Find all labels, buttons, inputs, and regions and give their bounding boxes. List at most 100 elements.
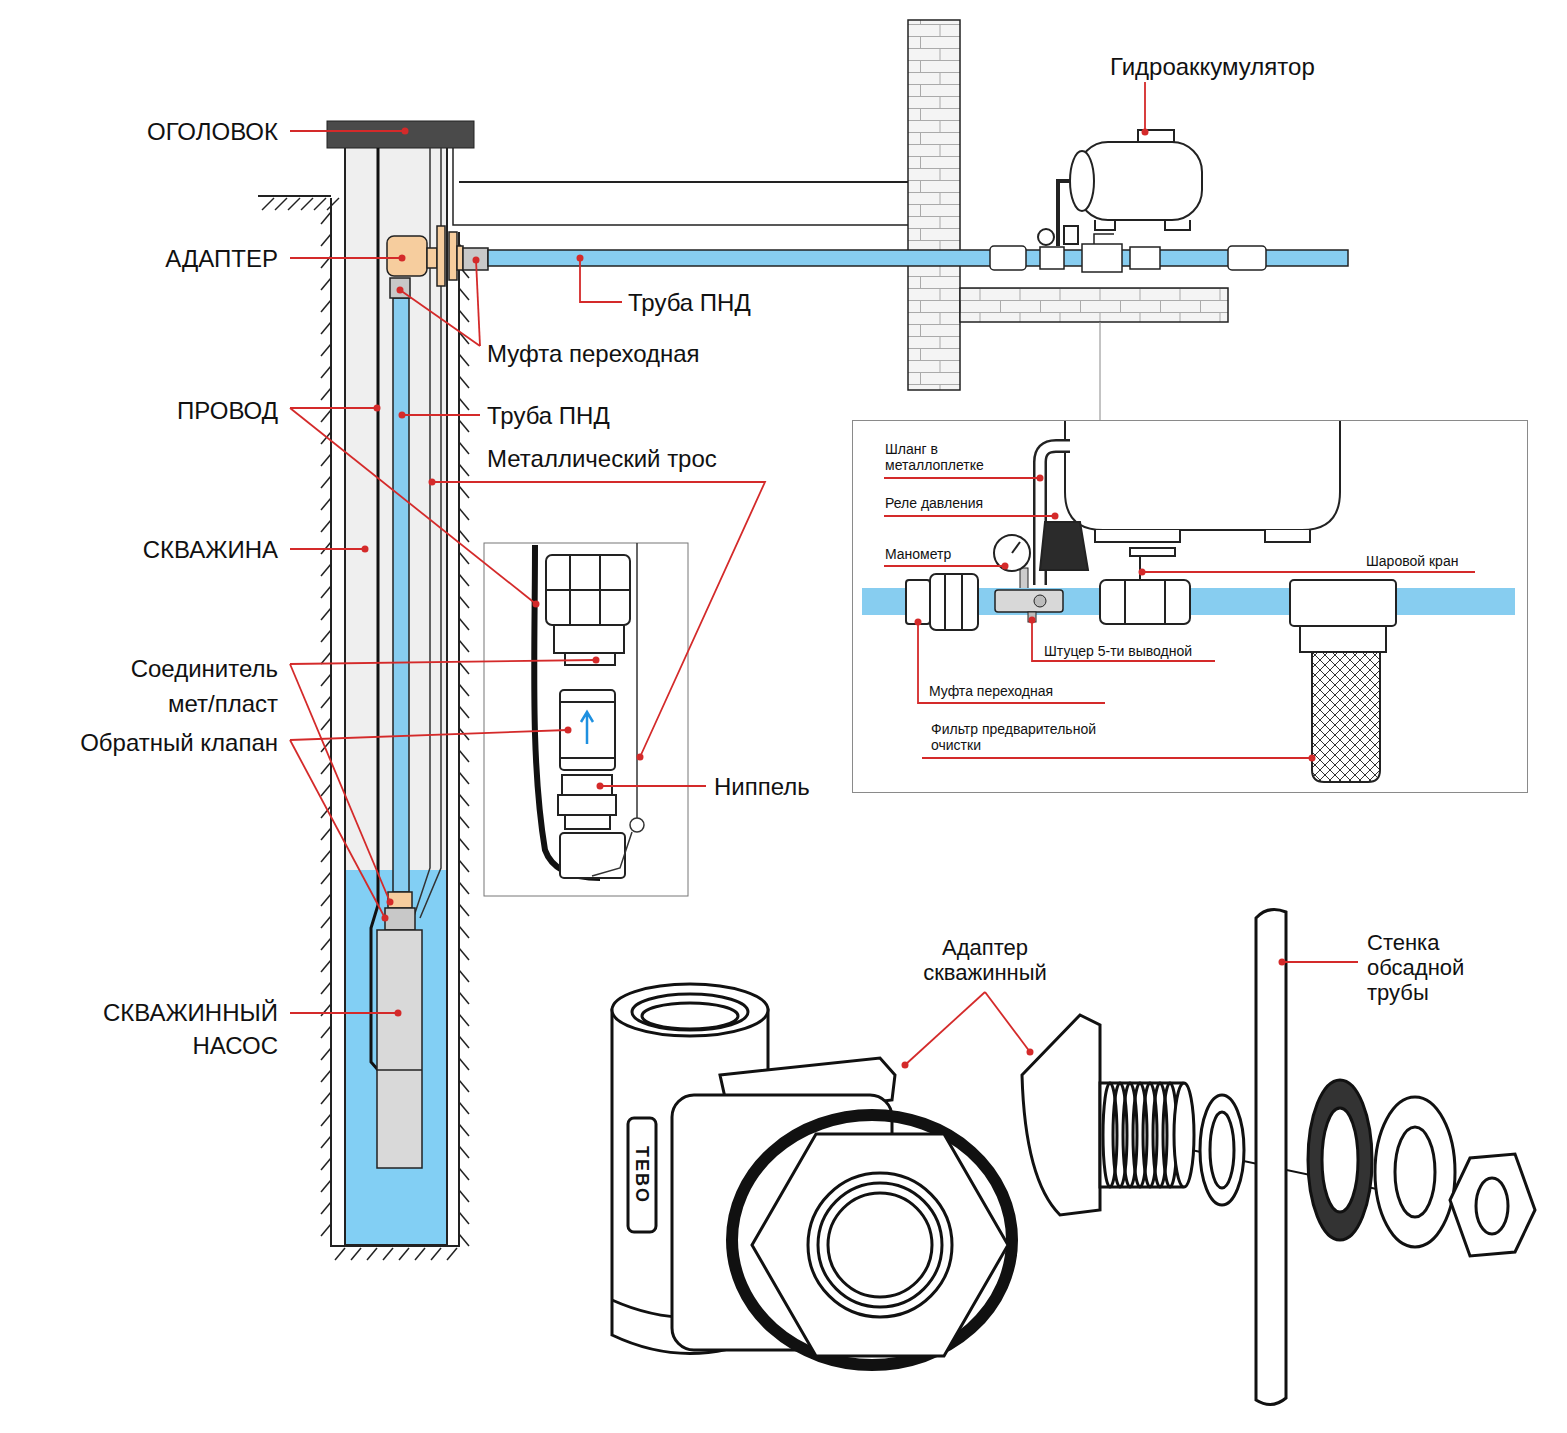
ground-hatching [321,894,331,906]
leader-lines [290,740,385,918]
well-adapter-drawing [1450,1154,1535,1256]
leader-lines [1052,513,1059,520]
ground-hatching [321,630,331,642]
leader-lines [476,260,480,346]
detail-panel-drawing [906,548,1396,782]
leader-lines [884,477,1040,479]
pitless-adapter [427,248,437,268]
ground-hatching [459,662,469,674]
ground-hatching [383,1248,393,1260]
ground-hatching [415,1248,425,1260]
ground-hatching [321,1070,331,1082]
ground-hatching [459,442,469,454]
accumulator [1070,151,1094,211]
ground-hatching [321,916,331,928]
detail-panel-drawing [1012,542,1020,553]
leader-lines [290,82,1475,1069]
ground-hatching [321,608,331,620]
ground-hatching [399,1248,409,1260]
leader-lines [902,1062,909,1069]
accumulator [1038,229,1054,245]
leader-lines [402,128,409,135]
ground-hatching [321,652,331,664]
detail-panel-drawing [1300,626,1386,652]
house-wall [908,20,960,390]
connector-inset [565,653,615,665]
detail-panel-drawing [930,574,978,630]
ground-hatching [459,904,469,916]
ground-hatching [301,198,313,210]
ground-hatching [459,1036,469,1048]
well-adapter-drawing [632,994,748,1030]
accumulator [1078,142,1202,220]
leader-lines [565,727,572,734]
ground-hatching [262,198,469,1260]
leader-lines [1309,755,1316,762]
pump [385,908,415,930]
ground-hatching [275,198,287,210]
ground-hatching [459,706,469,718]
ground-hatching [351,1248,361,1260]
ground-hatching [321,828,331,840]
ground-hatching [321,850,331,862]
ground-hatching [459,288,469,300]
ground-hatching [321,454,331,466]
ground-hatching [367,1248,377,1260]
pump [377,930,422,1168]
leader-lines [1037,475,1044,482]
leader-lines [290,407,377,409]
accumulator [1038,130,1202,420]
leader-lines [290,730,568,740]
pitless-adapter [387,236,427,276]
well-adapter-drawing [612,910,1535,1405]
ground-hatching [459,530,469,542]
detail-panel-drawing [994,420,1340,590]
well-adapter-drawing [752,1134,1008,1356]
well-adapter-drawing [1308,1080,1372,1240]
detail-panel-drawing [1125,580,1165,624]
leader-lines [1142,571,1475,573]
connector-inset [592,832,632,876]
well-adapter-drawing [808,1173,952,1317]
part-label: Ниппель [714,772,874,801]
house-pipe [1130,247,1160,269]
well-head [327,121,474,148]
well [258,148,908,1246]
leader-lines [290,548,365,550]
connector-inset [554,625,624,653]
ground-hatching [321,1048,331,1060]
ground-hatching [321,1114,331,1126]
well-head [327,121,474,148]
leader-lines [597,783,604,790]
ground-hatching [459,310,469,322]
part-label: СКВАЖИННЫЙ НАСОС [58,996,278,1062]
ground-hatching [459,948,469,960]
ground-hatching [321,388,331,400]
part-label: Труба ПНД [487,401,707,430]
ground-hatching [321,322,331,334]
leader-lines [402,414,480,416]
ground-hatching [321,1092,331,1104]
ground-hatching [321,1180,331,1192]
ground-hatching [459,1058,469,1070]
leader-lines [399,412,406,419]
leader-lines [290,664,390,902]
leader-lines [577,255,584,262]
ground-hatching [459,970,469,982]
ground-hatching [459,486,469,498]
house-pipe [1040,247,1064,269]
ground-hatching [321,586,331,598]
detail-panel-drawing [1040,522,1088,570]
detail-panel: Шланг в металлоплеткеРеле давленияМаноме… [852,420,1528,793]
ground-hatching [321,718,331,730]
part-label: АДАПТЕР [58,244,278,273]
detail-panel-drawing [945,574,962,630]
ground-hatching [459,1190,469,1202]
house-pipe [990,246,1026,270]
well-adapter-drawing [1476,1178,1508,1234]
part-label: Фильтр предварительной очистки [931,721,1121,753]
ground-hatching [321,872,331,884]
pump [377,892,422,1168]
part-label: Обратный клапан [18,728,278,757]
ground-hatching [321,674,331,686]
